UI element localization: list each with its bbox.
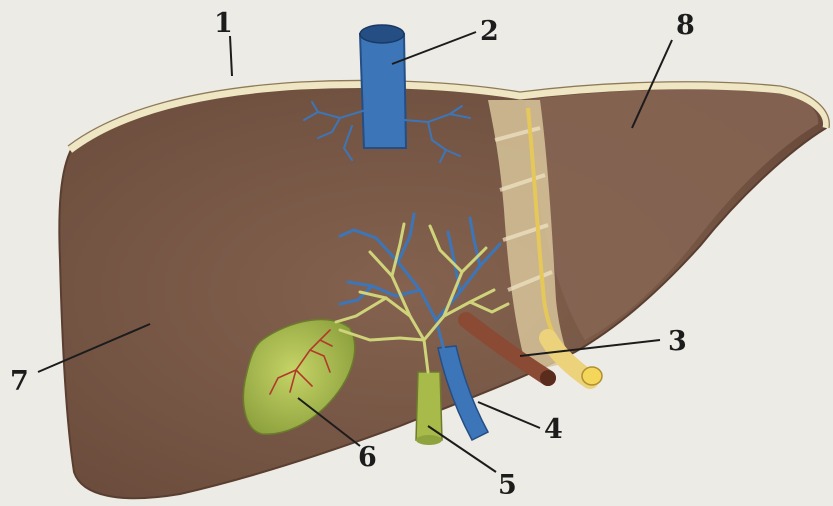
leader-line-4 <box>478 402 540 428</box>
hepatic-artery-end <box>540 370 556 386</box>
label-8: 8 <box>676 10 695 41</box>
left-lobe-surface <box>525 89 818 340</box>
hepatic-vein <box>360 34 406 148</box>
hepatic-vein-opening <box>360 25 404 43</box>
label-7: 7 <box>10 366 29 397</box>
label-2: 2 <box>480 16 499 47</box>
round-ligament-tip <box>582 367 602 385</box>
bile-duct-end <box>416 435 442 445</box>
label-5: 5 <box>498 470 517 501</box>
label-6: 6 <box>358 442 377 473</box>
label-4: 4 <box>544 414 563 445</box>
leader-line-1 <box>230 36 232 76</box>
label-1: 1 <box>214 8 233 39</box>
label-3: 3 <box>668 326 687 357</box>
bile-duct <box>416 372 442 440</box>
